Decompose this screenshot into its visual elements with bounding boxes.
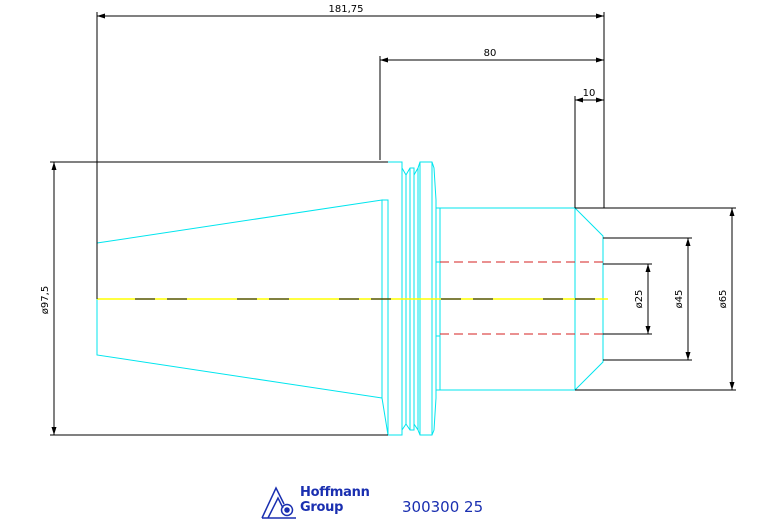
dim-label-neck-diameter: ø45 [674, 290, 685, 309]
logo-triangle [261, 486, 285, 519]
arrow-body-bottom [729, 382, 735, 390]
dimension-arrows [51, 13, 735, 435]
arrow-overall-left [97, 13, 105, 19]
hoffmann-group-logo-text: Hoffmann Group [300, 485, 370, 515]
dimension-labels: 181,75 80 10 ø97,5 ø25 ø45 ø65 [40, 4, 729, 314]
part-number: 300300 25 [402, 498, 484, 516]
dim-label-bore-diameter: ø25 [634, 290, 645, 309]
logo-line-2: Group [300, 500, 344, 515]
arrow-neck-bottom [685, 352, 691, 360]
arrow-overall-right [596, 13, 604, 19]
dim-label-overall-length: 181,75 [329, 4, 364, 15]
logo-line-1: Hoffmann [300, 485, 370, 500]
arrow-shank-right [596, 57, 604, 63]
dim-label-body-diameter: ø65 [718, 290, 729, 309]
dim-label-chamfer-length: 10 [583, 88, 596, 99]
dim-label-flange-diameter: ø97,5 [40, 286, 51, 314]
arrow-body-top [729, 208, 735, 216]
dimension-lines [50, 12, 736, 436]
arrow-chamfer-right [596, 97, 604, 103]
hoffmann-group-logo-icon [261, 486, 296, 519]
arrow-flange-top [51, 162, 57, 170]
arrow-bore-bottom [645, 326, 651, 334]
hidden-bore [440, 261, 603, 335]
arrow-bore-top [645, 264, 651, 272]
arrow-chamfer-left [575, 97, 583, 103]
logo-gear-hub [284, 507, 290, 513]
arrow-neck-top [685, 238, 691, 246]
logo-gear-circle [280, 503, 294, 517]
dim-label-shank-length: 80 [484, 48, 497, 59]
arrow-shank-left [380, 57, 388, 63]
flange-outline [381, 199, 389, 436]
logo-triangle-inner [267, 496, 284, 519]
arrow-flange-bottom [51, 427, 57, 435]
